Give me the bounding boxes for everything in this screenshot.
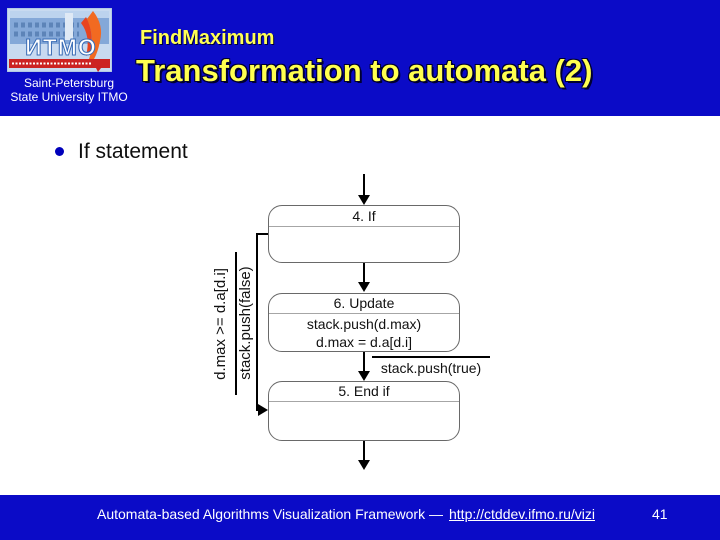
footer-framework-label: Automata-based Algorithms Visualization … [96,506,443,522]
project-name: FindMaximum [140,27,275,49]
state-node-if-title: 4. If [269,206,459,227]
false-branch-action-label: stack.push(false) [237,266,254,380]
university-caption: Saint-Petersburg State University ITMO [0,76,138,104]
footer-text: Automata-based Algorithms Visualization … [0,506,692,522]
bullet-text: If statement [78,140,188,163]
logo-flame-icon [81,17,92,56]
footer-band: Automata-based Algorithms Visualization … [0,495,720,540]
arrowhead-icon [358,195,370,205]
true-branch-action-label: stack.push(true) [372,356,490,376]
state-node-update-title: 6. Update [269,294,459,314]
footer-link[interactable]: http://ctddev.ifmo.ru/vizi [449,506,596,522]
bullet-icon [55,147,64,156]
state-node-update-body: stack.push(d.max) d.max = d.a[d.i] [269,314,459,351]
logo-flame-tip [96,65,101,72]
state-node-if: 4. If [268,205,460,263]
university-caption-line1: Saint-Petersburg [23,76,115,90]
arrowhead-icon [358,460,370,470]
state-node-endif: 5. End if [268,381,460,441]
logo-sky [10,11,109,20]
update-action-line2: d.max = d.a[d.i] [315,333,413,350]
condition-underline [235,252,237,395]
arrowhead-icon [358,371,370,381]
arrowhead-icon [358,282,370,292]
state-node-update: 6. Update stack.push(d.max) d.max = d.a[… [268,293,460,352]
update-action-line1: stack.push(d.max) [306,315,422,332]
logo-acronym: ИТМО [25,34,97,60]
university-caption-line2: State University ITMO [10,90,128,104]
header-band: ИТМО Saint-Petersburg State University I… [0,0,720,116]
false-branch-edge [256,233,268,411]
state-node-endif-title: 5. End if [269,382,459,402]
logo-monument [65,13,73,40]
logo-flame-icon [87,11,102,59]
false-branch-condition-label: d.max >= d.a[d.i] [212,268,229,380]
arrowhead-icon [258,404,268,416]
slide-title: Transformation to automata (2) [136,53,593,88]
itmo-logo: ИТМО [7,8,112,72]
bullet-item: If statement [55,138,188,165]
page-number: 41 [652,506,668,522]
